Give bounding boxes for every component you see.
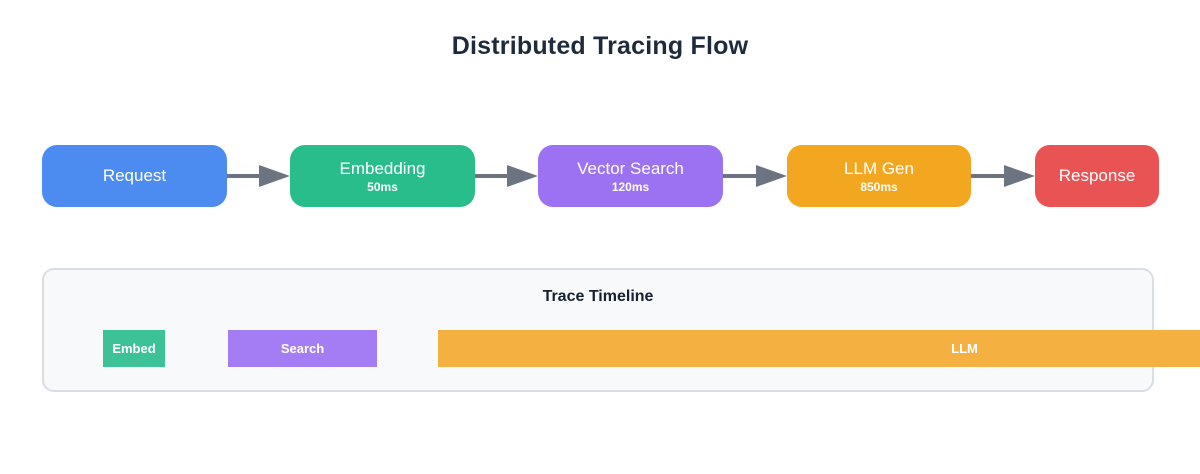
timeline-span-embed[interactable]: Embed xyxy=(103,330,165,367)
arrow-shaft xyxy=(475,174,507,178)
flow-node-llm-gen[interactable]: LLM Gen 850ms xyxy=(787,145,971,207)
arrow-right-icon xyxy=(723,165,787,187)
arrow-shaft xyxy=(723,174,756,178)
arrow-shaft xyxy=(971,174,1004,178)
node-duration: 120ms xyxy=(611,179,650,194)
arrow-head xyxy=(507,165,538,187)
arrow-head xyxy=(1004,165,1035,187)
node-label: Response xyxy=(1058,166,1136,185)
timeline-span-search[interactable]: Search xyxy=(228,330,377,367)
timeline-span-llm[interactable]: LLM xyxy=(438,330,1200,367)
flow-node-vector-search[interactable]: Vector Search 120ms xyxy=(538,145,723,207)
arrow-head xyxy=(756,165,787,187)
timeline-span-label: Embed xyxy=(112,341,156,356)
node-label: LLM Gen xyxy=(844,158,914,178)
flow-node-response[interactable]: Response xyxy=(1035,145,1159,207)
node-label: Request xyxy=(102,166,167,185)
flow-node-request[interactable]: Request xyxy=(42,145,227,207)
arrow-head xyxy=(259,165,290,187)
node-duration: 850ms xyxy=(860,179,898,194)
arrow-right-icon xyxy=(971,165,1035,187)
node-label: Embedding xyxy=(339,158,426,178)
node-duration: 50ms xyxy=(367,179,398,194)
node-label: Vector Search xyxy=(577,158,684,178)
arrow-shaft xyxy=(227,174,259,178)
page-title: Distributed Tracing Flow xyxy=(451,32,749,60)
timeline-span-label: Search xyxy=(280,341,325,356)
flow-node-embedding[interactable]: Embedding 50ms xyxy=(290,145,475,207)
trace-timeline-title: Trace Timeline xyxy=(542,288,654,305)
arrow-right-icon xyxy=(227,165,290,187)
arrow-right-icon xyxy=(475,165,538,187)
timeline-span-label: LLM xyxy=(951,341,978,356)
